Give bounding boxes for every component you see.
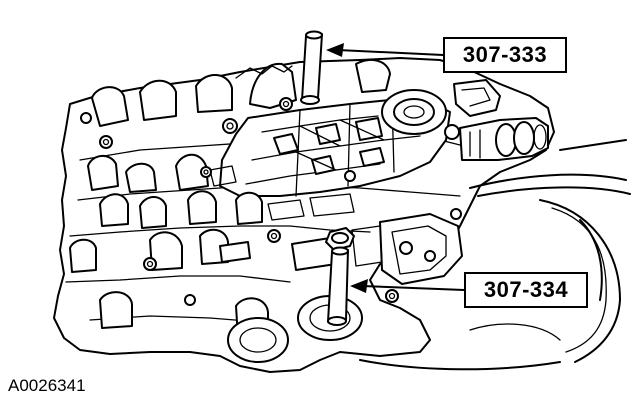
lower-spool-bores: [69, 228, 363, 363]
middle-spool-channels: [87, 153, 355, 229]
figure-id: A0026341: [8, 376, 86, 395]
tool-callout-307-333: 307-333: [443, 37, 567, 73]
tool-callout-label: 307-334: [483, 277, 569, 302]
bolt-holes: [80, 97, 462, 306]
alignment-pin-307-333: [300, 30, 323, 105]
tool-callout-label: 307-333: [462, 42, 548, 67]
accumulator-housing: [381, 79, 501, 135]
transmission-case-outline: [359, 139, 631, 371]
alignment-pin-307-334: [327, 246, 349, 326]
lower-bracket: [351, 213, 463, 285]
tool-callout-307-334: 307-334: [464, 272, 588, 308]
leader-arrows: [326, 43, 465, 293]
upper-spool-bores: [91, 58, 391, 127]
solenoid: [444, 117, 549, 161]
alignment-bolt: [325, 227, 355, 251]
